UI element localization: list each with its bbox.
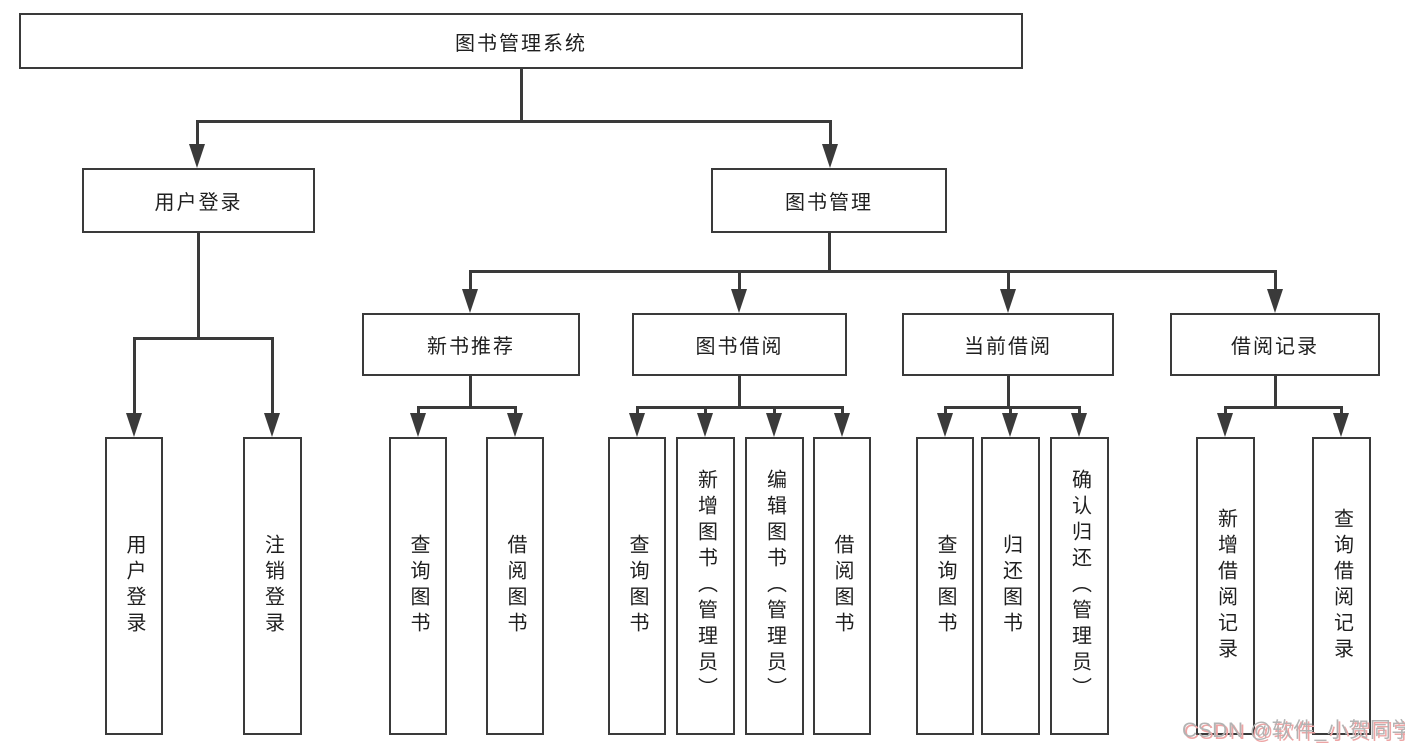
node-label: 借阅记录 [1231, 336, 1319, 358]
connector-line [196, 120, 199, 148]
connector-line [1009, 406, 1012, 418]
leaf-add-borrow-record: 新增借阅记录 [1196, 437, 1255, 735]
leaf-query-books-recommend: 查询图书 [389, 437, 447, 735]
node-label: 当前借阅 [964, 336, 1052, 358]
node-root-library-system: 图书管理系统 [19, 13, 1023, 69]
node-new-book-recommendation: 新书推荐 [362, 313, 580, 376]
connector-line [1274, 376, 1277, 408]
connector-line [1224, 406, 1341, 409]
connector-line [1007, 270, 1010, 292]
connector-line [133, 337, 274, 340]
leaf-label: 用户登录 [123, 534, 145, 638]
leaf-label: 查询借阅记录 [1330, 508, 1353, 664]
node-user-login: 用户登录 [82, 168, 315, 233]
leaf-query-books-borrowing: 查询图书 [608, 437, 666, 735]
arrowhead-icon [766, 413, 782, 437]
node-label: 图书借阅 [695, 336, 784, 358]
connector-line [1078, 406, 1081, 418]
connector-line [1274, 270, 1277, 292]
csdn-watermark: CSDN @软件_小贺同学 [1182, 719, 1405, 742]
arrowhead-icon [1071, 413, 1087, 437]
connector-line [469, 270, 472, 292]
leaf-label: 归还图书 [999, 534, 1022, 638]
arrowhead-icon [1000, 289, 1016, 313]
leaf-label: 新增借阅记录 [1214, 508, 1237, 664]
leaf-label: 查询图书 [934, 534, 956, 638]
connector-line [841, 406, 844, 418]
leaf-label: 借阅图书 [831, 534, 853, 638]
arrowhead-icon [507, 413, 523, 437]
arrowhead-icon [1333, 413, 1349, 437]
leaf-label: 查询图书 [407, 534, 429, 638]
leaf-logout: 注销登录 [243, 437, 302, 735]
arrowhead-icon [937, 413, 953, 437]
connector-line [738, 270, 741, 292]
connector-line [197, 233, 200, 337]
connector-line [828, 233, 831, 272]
leaf-confirm-return-admin: 确认归还（管理员） [1050, 437, 1109, 735]
leaf-add-books-admin: 新增图书（管理员） [676, 437, 735, 735]
leaf-return-books: 归还图书 [981, 437, 1040, 735]
arrowhead-icon [189, 144, 205, 168]
node-label: 用户登录 [154, 192, 243, 214]
arrowhead-icon [462, 289, 478, 313]
leaf-borrow-books-recommend: 借阅图书 [486, 437, 544, 735]
arrowhead-icon [731, 289, 747, 313]
leaf-label: 确认归还（管理员） [1068, 469, 1091, 703]
arrowhead-icon [697, 413, 713, 437]
leaf-label: 编辑图书（管理员） [763, 469, 786, 703]
node-label: 图书管理系统 [455, 32, 587, 55]
connector-line [773, 406, 776, 418]
connector-line [1007, 376, 1010, 408]
leaf-query-borrow-record: 查询借阅记录 [1312, 437, 1371, 735]
leaf-query-books-current: 查询图书 [916, 437, 974, 735]
arrowhead-icon [1267, 289, 1283, 313]
node-borrowing-records: 借阅记录 [1170, 313, 1380, 376]
arrowhead-icon [126, 413, 142, 437]
leaf-label: 注销登录 [261, 534, 284, 638]
connector-line [196, 120, 832, 123]
arrowhead-icon [264, 413, 280, 437]
arrowhead-icon [822, 144, 838, 168]
connector-line [417, 406, 517, 409]
connector-line [133, 337, 136, 415]
connector-line [636, 406, 843, 409]
connector-line [944, 406, 947, 418]
connector-line [417, 406, 420, 418]
arrowhead-icon [1002, 413, 1018, 437]
arrowhead-icon [834, 413, 850, 437]
leaf-label: 新增图书（管理员） [694, 469, 717, 703]
connector-line [738, 376, 741, 408]
node-label: 新书推荐 [427, 336, 515, 358]
connector-line [469, 270, 1276, 273]
leaf-label: 借阅图书 [504, 534, 526, 638]
node-book-borrowing: 图书借阅 [632, 313, 847, 376]
connector-line [636, 406, 639, 418]
connector-line [520, 69, 523, 121]
connector-line [469, 376, 472, 408]
leaf-borrow-books: 借阅图书 [813, 437, 871, 735]
connector-line [829, 120, 832, 148]
leaf-label: 查询图书 [626, 534, 648, 638]
connector-line [944, 406, 1081, 409]
leaf-edit-books-admin: 编辑图书（管理员） [745, 437, 804, 735]
node-label: 图书管理 [785, 192, 873, 214]
arrowhead-icon [629, 413, 645, 437]
node-current-borrowing: 当前借阅 [902, 313, 1114, 376]
connector-line [704, 406, 707, 418]
leaf-user-login: 用户登录 [105, 437, 163, 735]
connector-line [1340, 406, 1343, 418]
arrowhead-icon [410, 413, 426, 437]
arrowhead-icon [1217, 413, 1233, 437]
node-book-management: 图书管理 [711, 168, 947, 233]
connector-line [514, 406, 517, 418]
connector-line [1224, 406, 1227, 418]
connector-line [271, 337, 274, 415]
